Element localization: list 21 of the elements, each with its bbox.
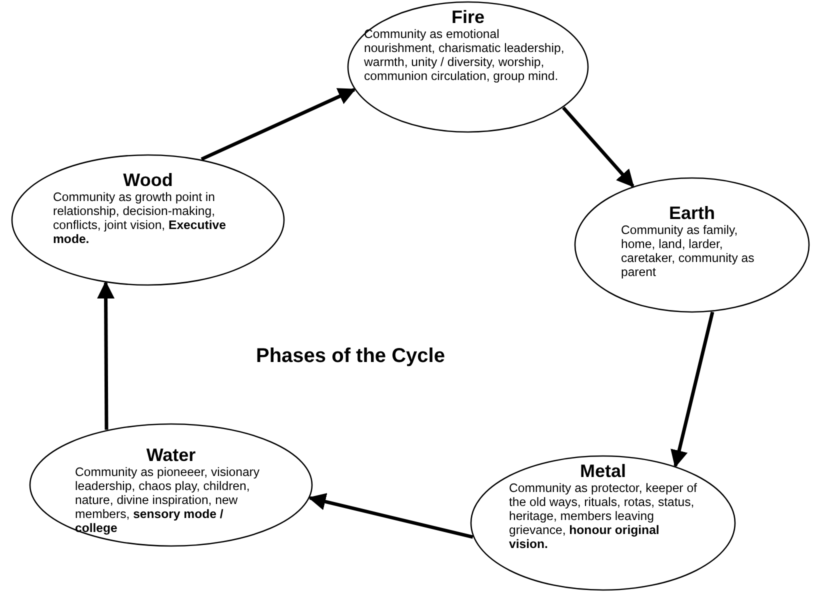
phase-description: Community as protector, keeper of the old ways, rituals, rotas, status, heritage, members leaving grievance, honour original vision.	[509, 481, 697, 551]
arrow	[308, 493, 474, 539]
phase-ellipse	[347, 1, 589, 133]
phase-ellipse	[29, 423, 313, 547]
diagram-title: Phases of the Cycle	[256, 345, 445, 368]
phase-description: Community as pioneeer, visionary leadership, chaos play, children, nature, divine inspiration, new members, sensory mode / college	[75, 465, 261, 535]
phase-description: Community as family, home, land, larder, caretaker, community as parent	[621, 223, 756, 279]
phase-heading: Fire	[451, 7, 484, 27]
phase-ellipse	[470, 455, 736, 591]
phase-description: Community as emotional nourishment, charismatic leadership, warmth, unity / diversity, worship, communion circulation, group mind.	[364, 27, 566, 83]
phase-heading: Wood	[123, 170, 173, 190]
phase-heading: Metal	[580, 461, 626, 481]
arrow	[670, 312, 714, 468]
phase-description: Community as growth point in relationship, decision-making, conflicts, joint vision, Executive mode.	[53, 190, 227, 246]
arrow	[200, 88, 356, 161]
phase-heading: Earth	[668, 203, 715, 223]
arrow	[97, 281, 115, 430]
phase-heading: Water	[146, 445, 196, 465]
arrow	[562, 106, 634, 188]
phase-ellipse	[574, 177, 810, 313]
phase-ellipse	[11, 154, 285, 286]
